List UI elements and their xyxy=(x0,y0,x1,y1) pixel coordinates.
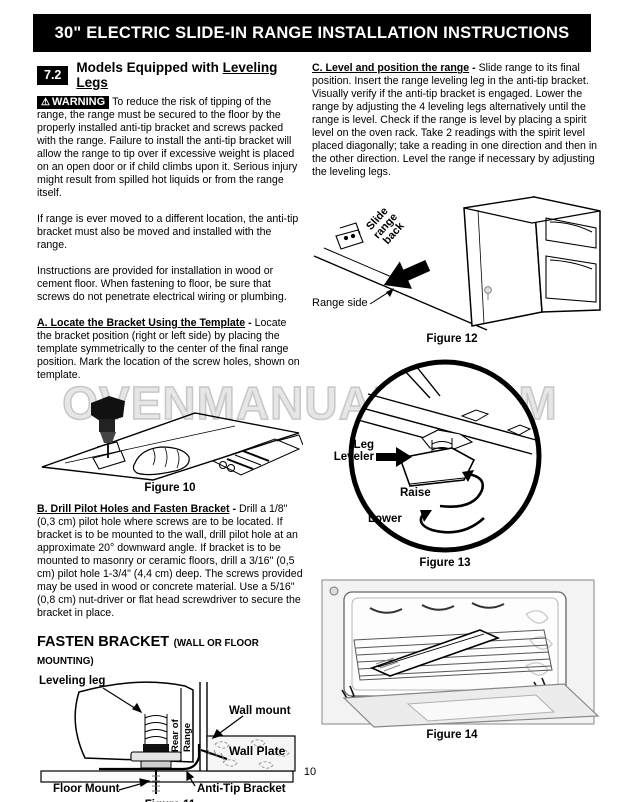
warning-text: To reduce the risk of tipping of the ran… xyxy=(37,96,298,199)
anti-tip-bracket-label: Anti-Tip Bracket xyxy=(197,783,286,795)
rear-of-range-label: Rear of Range xyxy=(170,719,193,752)
section-title: Models Equipped with Leveling Legs xyxy=(76,60,303,90)
figure-10-illustration xyxy=(41,396,303,481)
step-a-text: Locate the bracket position (right or le… xyxy=(37,317,300,381)
step-c-separator: - xyxy=(469,62,479,74)
step-a-paragraph: A. Locate the Bracket Using the Template… xyxy=(37,317,303,382)
warning-label: WARNING xyxy=(51,96,106,108)
figure-13: Leg Leveler Raise Lower Figure 13 xyxy=(312,356,603,572)
leveling-leg-label: Leveling leg xyxy=(39,675,106,687)
fasten-bracket-subtitle: (WALL OR FLOOR MOUNTING) xyxy=(37,638,259,667)
figure-12-illustration xyxy=(313,196,601,331)
screw-glyph xyxy=(484,286,492,300)
section-title-prefix: Models Equipped with xyxy=(76,60,223,75)
figure-14: Figure 14 xyxy=(312,578,603,746)
drawer-panels xyxy=(545,217,597,303)
step-c-heading: C. Level and position the range xyxy=(312,62,470,74)
wall-plate-hatch xyxy=(214,739,290,769)
page-title: 30" ELECTRIC SLIDE-IN RANGE INSTALLATION… xyxy=(54,23,570,42)
step-b-paragraph: B. Drill Pilot Holes and Fasten Bracket … xyxy=(37,503,303,620)
page-header: 30" ELECTRIC SLIDE-IN RANGE INSTALLATION… xyxy=(33,14,591,52)
raise-label: Raise xyxy=(400,487,431,499)
anti-tip-bracket-sketch xyxy=(335,222,364,250)
right-column: C. Level and position the range - Slide … xyxy=(312,62,603,746)
step-c-text: Slide range to its final position. Inser… xyxy=(312,62,598,178)
hand-sketch xyxy=(132,446,190,476)
leg-leveler-arrow xyxy=(376,447,412,467)
leg-leveler-label: Leg Leveler xyxy=(333,439,374,463)
figure-caption: Figure 12 xyxy=(426,333,478,345)
page-number: 10 xyxy=(303,766,317,778)
step-b-separator: - xyxy=(229,503,239,515)
wall-plate-label: Wall Plate xyxy=(229,744,286,758)
section-heading: 7.2 Models Equipped with Leveling Legs xyxy=(37,60,303,90)
raise-lower-arrows xyxy=(419,472,485,534)
broil-element xyxy=(369,602,505,614)
step-a-separator: - xyxy=(245,317,255,329)
figure-caption: Figure 10 xyxy=(144,482,196,494)
template-sketch xyxy=(211,434,303,476)
figure-10: Figure 10 xyxy=(37,395,303,497)
range-side-label: Range side xyxy=(312,297,368,309)
section-title-underlined: Leveling Legs xyxy=(76,60,278,90)
warning-triangle-icon: ⚠ xyxy=(41,97,50,108)
figure-11-illustration xyxy=(40,681,296,794)
slide-direction-arrow xyxy=(383,259,431,289)
label-arrows xyxy=(102,687,244,791)
paragraph-floor-install: Instructions are provided for installati… xyxy=(37,265,287,303)
drill-icon xyxy=(91,396,125,458)
figure-12: Slide range back Range side Figure 12 xyxy=(312,192,603,348)
fasten-bracket-heading: FASTEN BRACKET (WALL OR FLOOR MOUNTING) xyxy=(37,633,303,669)
bracket-sketch xyxy=(92,441,126,470)
figure-13-illustration xyxy=(348,359,542,553)
lower-label: Lower xyxy=(368,513,402,525)
figure-14-illustration xyxy=(321,579,600,728)
figure-caption: Figure 14 xyxy=(426,729,478,741)
step-b-heading: B. Drill Pilot Holes and Fasten Bracket xyxy=(37,503,230,515)
figure-caption: Figure 11 xyxy=(37,799,303,802)
fasten-bracket-title: FASTEN BRACKET xyxy=(37,634,170,650)
figure-caption: Figure 13 xyxy=(419,557,471,569)
paragraph-relocation: If range is ever moved to a different lo… xyxy=(37,213,299,251)
leveling-leg-spring xyxy=(144,714,168,744)
spirit-level xyxy=(369,629,501,677)
range-underside-frame xyxy=(357,365,537,455)
left-column: 7.2 Models Equipped with Leveling Legs ⚠… xyxy=(37,60,303,802)
step-b-text: Drill a 1/8" (0,3 cm) pilot hole where s… xyxy=(37,503,303,619)
step-c-paragraph: C. Level and position the range - Slide … xyxy=(312,62,603,179)
step-a-heading: A. Locate the Bracket Using the Template xyxy=(37,317,246,329)
floor-mount-label: Floor Mount xyxy=(53,783,120,795)
wall-mount-label: Wall mount xyxy=(229,705,291,717)
figure-11: Leveling leg Rear of Range Wall mount Wa… xyxy=(37,674,303,802)
section-number-badge: 7.2 xyxy=(37,65,69,85)
warning-badge: ⚠WARNING xyxy=(37,96,110,109)
